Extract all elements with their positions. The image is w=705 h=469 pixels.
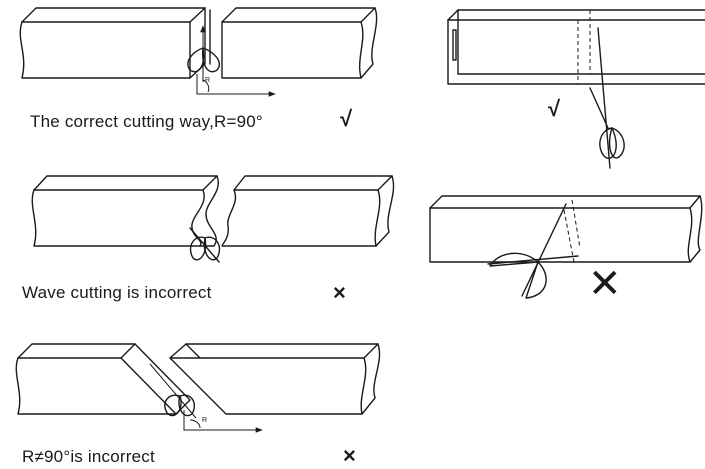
caption-angle-incorrect: R≠90°is incorrect [22, 447, 155, 466]
caption-correct-cutting: The correct cutting way,R=90° [30, 112, 263, 131]
correct-cut-figure [19, 7, 378, 97]
side-view-incorrect-figure [429, 195, 703, 299]
wave-cut-figure [31, 175, 395, 263]
caption-wave-cutting: Wave cutting is incorrect [22, 283, 212, 302]
cross-mark: × [343, 443, 356, 468]
side-view-correct-figure [447, 9, 705, 169]
angle-label: R [205, 77, 211, 84]
cross-mark: × [333, 280, 346, 305]
angled-cut-figure [15, 343, 381, 433]
cross-mark-large: ✕ [588, 262, 622, 306]
check-mark: √ [548, 96, 561, 121]
angle-label: R [202, 417, 208, 424]
check-mark: √ [340, 106, 353, 131]
